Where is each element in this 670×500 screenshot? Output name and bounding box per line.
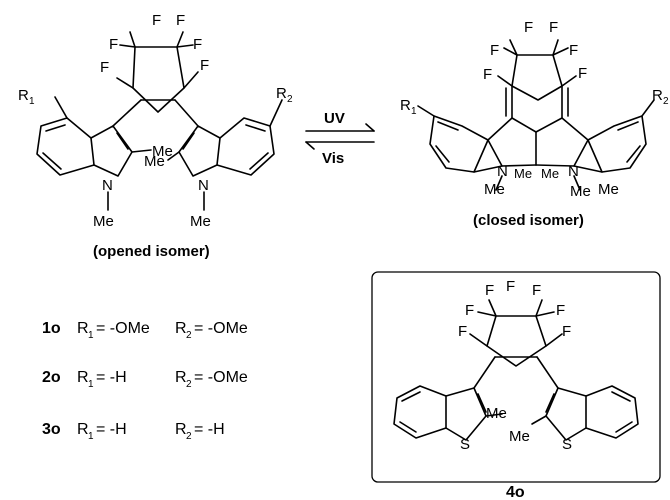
compound-2o-r1-sub: 1 <box>88 379 94 390</box>
compound-4o-f6: F <box>458 323 467 340</box>
compound-4o-f3: F <box>532 282 541 299</box>
compound-3o-r2-value: = -H <box>194 421 225 438</box>
opened-r2-label: R <box>276 85 287 102</box>
opened-left-n-me: Me <box>93 213 114 230</box>
closed-f5: F <box>483 66 492 83</box>
compound-4o-id: 4o <box>506 484 525 500</box>
closed-r2-sub: 2 <box>663 96 669 107</box>
compound-2o-r1-value: = -H <box>96 369 127 386</box>
closed-left-n-me: Me <box>484 181 505 198</box>
opened-f6: F <box>200 57 209 74</box>
compound-4o-right-s: S <box>562 436 572 453</box>
closed-left-n: N <box>497 163 508 180</box>
compound-4o-f5: F <box>556 302 565 319</box>
compound-4o-f1: F <box>485 282 494 299</box>
opened-f1: F <box>152 12 161 29</box>
compound-2o-r2-sub: 2 <box>186 379 192 390</box>
compound-1o-r2-sub: 2 <box>186 330 192 341</box>
compound-4o-box <box>371 271 661 483</box>
opened-left-c-me: Me <box>152 143 173 160</box>
opened-f5: F <box>100 59 109 76</box>
closed-f2: F <box>549 19 558 36</box>
compound-4o-left-me: Me <box>486 405 507 422</box>
closed-right-c-me: Me <box>541 166 559 181</box>
compound-2o-r1-prefix: R <box>77 369 89 386</box>
opened-r2-sub: 2 <box>287 94 293 105</box>
closed-right-n-me: Me <box>598 181 619 198</box>
opened-r1-label: R <box>18 87 29 104</box>
vis-label: Vis <box>322 150 344 167</box>
opened-caption: (opened isomer) <box>93 243 210 260</box>
compound-3o-r1-prefix: R <box>77 421 89 438</box>
closed-caption: (closed isomer) <box>473 212 584 229</box>
compound-3o-r1-sub: 1 <box>88 431 94 442</box>
opened-f4: F <box>193 36 202 53</box>
compound-2o-r2-value: = -OMe <box>194 369 248 386</box>
opened-right-c-me: Me <box>144 153 165 170</box>
compound-3o-r2-sub: 2 <box>186 431 192 442</box>
closed-right-n-me-2: Me <box>570 183 591 200</box>
compound-id-1o: 1o <box>42 320 61 337</box>
opened-f2: F <box>176 12 185 29</box>
compound-id-3o: 3o <box>42 421 61 438</box>
closed-left-c-me: Me <box>514 166 532 181</box>
compound-3o-r1-value: = -H <box>96 421 127 438</box>
compound-2o-r2-prefix: R <box>175 369 187 386</box>
compound-4o-left-s: S <box>460 436 470 453</box>
compound-1o-r2-prefix: R <box>175 320 187 337</box>
compound-row-1: 1o R 1 = -OMe R 2 = -OMe <box>42 320 248 341</box>
compound-4o-right-me: Me <box>509 428 530 445</box>
closed-f3: F <box>490 42 499 59</box>
opened-right-n-me: Me <box>190 213 211 230</box>
compound-3o-r2-prefix: R <box>175 421 187 438</box>
closed-right-n: N <box>568 163 579 180</box>
closed-r1-label: R <box>400 97 411 114</box>
closed-f6: F <box>578 65 587 82</box>
compound-4o-structure <box>393 299 639 441</box>
closed-r2-label: R <box>652 87 663 104</box>
compound-4o-f7: F <box>562 323 571 340</box>
equilibrium-arrows <box>305 123 375 150</box>
closed-f1: F <box>524 19 533 36</box>
opened-r1-sub: 1 <box>29 96 35 107</box>
closed-isomer-structure <box>417 39 655 191</box>
opened-right-n: N <box>198 177 209 194</box>
compound-row-3: 3o R 1 = -H R 2 = -H <box>42 421 225 442</box>
compound-1o-r1-value: = -OMe <box>96 320 150 337</box>
uv-label: UV <box>324 110 345 127</box>
opened-f3: F <box>109 36 118 53</box>
closed-f4: F <box>569 42 578 59</box>
compound-row-2: 2o R 1 = -H R 2 = -OMe <box>42 369 248 390</box>
compound-1o-r1-prefix: R <box>77 320 89 337</box>
opened-left-n: N <box>102 177 113 194</box>
compound-1o-r1-sub: 1 <box>88 330 94 341</box>
closed-r1-sub: 1 <box>411 106 417 117</box>
compound-4o-f2: F <box>506 278 515 295</box>
opened-isomer-structure <box>36 31 283 211</box>
compound-1o-r2-value: = -OMe <box>194 320 248 337</box>
compound-id-2o: 2o <box>42 369 61 386</box>
compound-4o-f4: F <box>465 302 474 319</box>
